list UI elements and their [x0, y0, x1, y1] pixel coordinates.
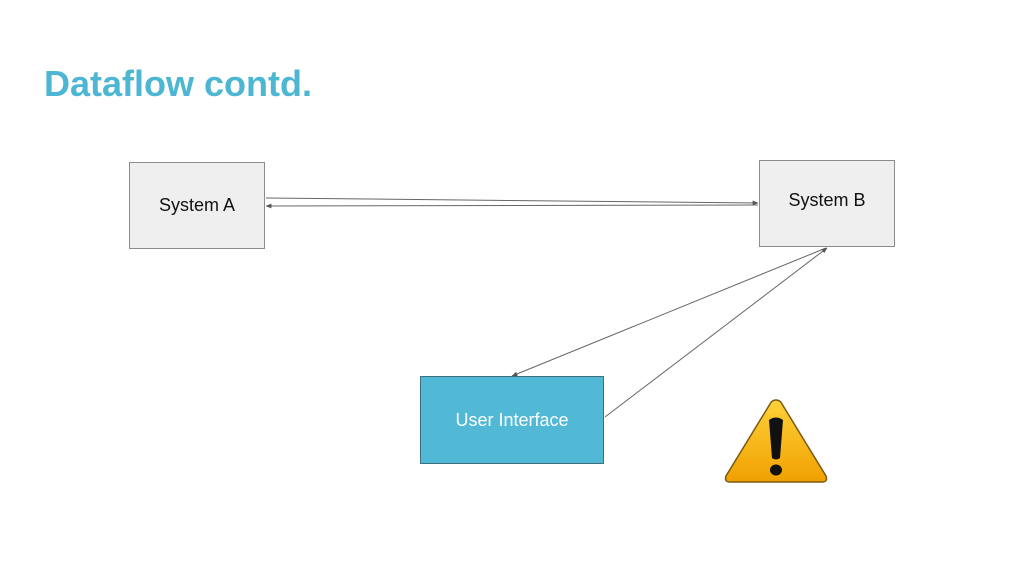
system-a-label: System A — [158, 195, 236, 215]
arrow-a-to-b — [265, 197, 759, 206]
user-interface-box: User Interface — [420, 376, 604, 464]
system-a-box: System A — [129, 162, 265, 249]
arrow-b-to-ui — [511, 247, 827, 377]
user-interface-label: User Interface — [455, 409, 569, 430]
arrow-ui-to-b — [604, 247, 828, 418]
slide-title: Dataflow contd. — [44, 63, 312, 104]
system-b-box: System B — [759, 160, 895, 247]
warning-icon — [724, 399, 828, 483]
arrow-b-to-a — [265, 203, 759, 209]
system-b-label: System B — [788, 190, 866, 210]
